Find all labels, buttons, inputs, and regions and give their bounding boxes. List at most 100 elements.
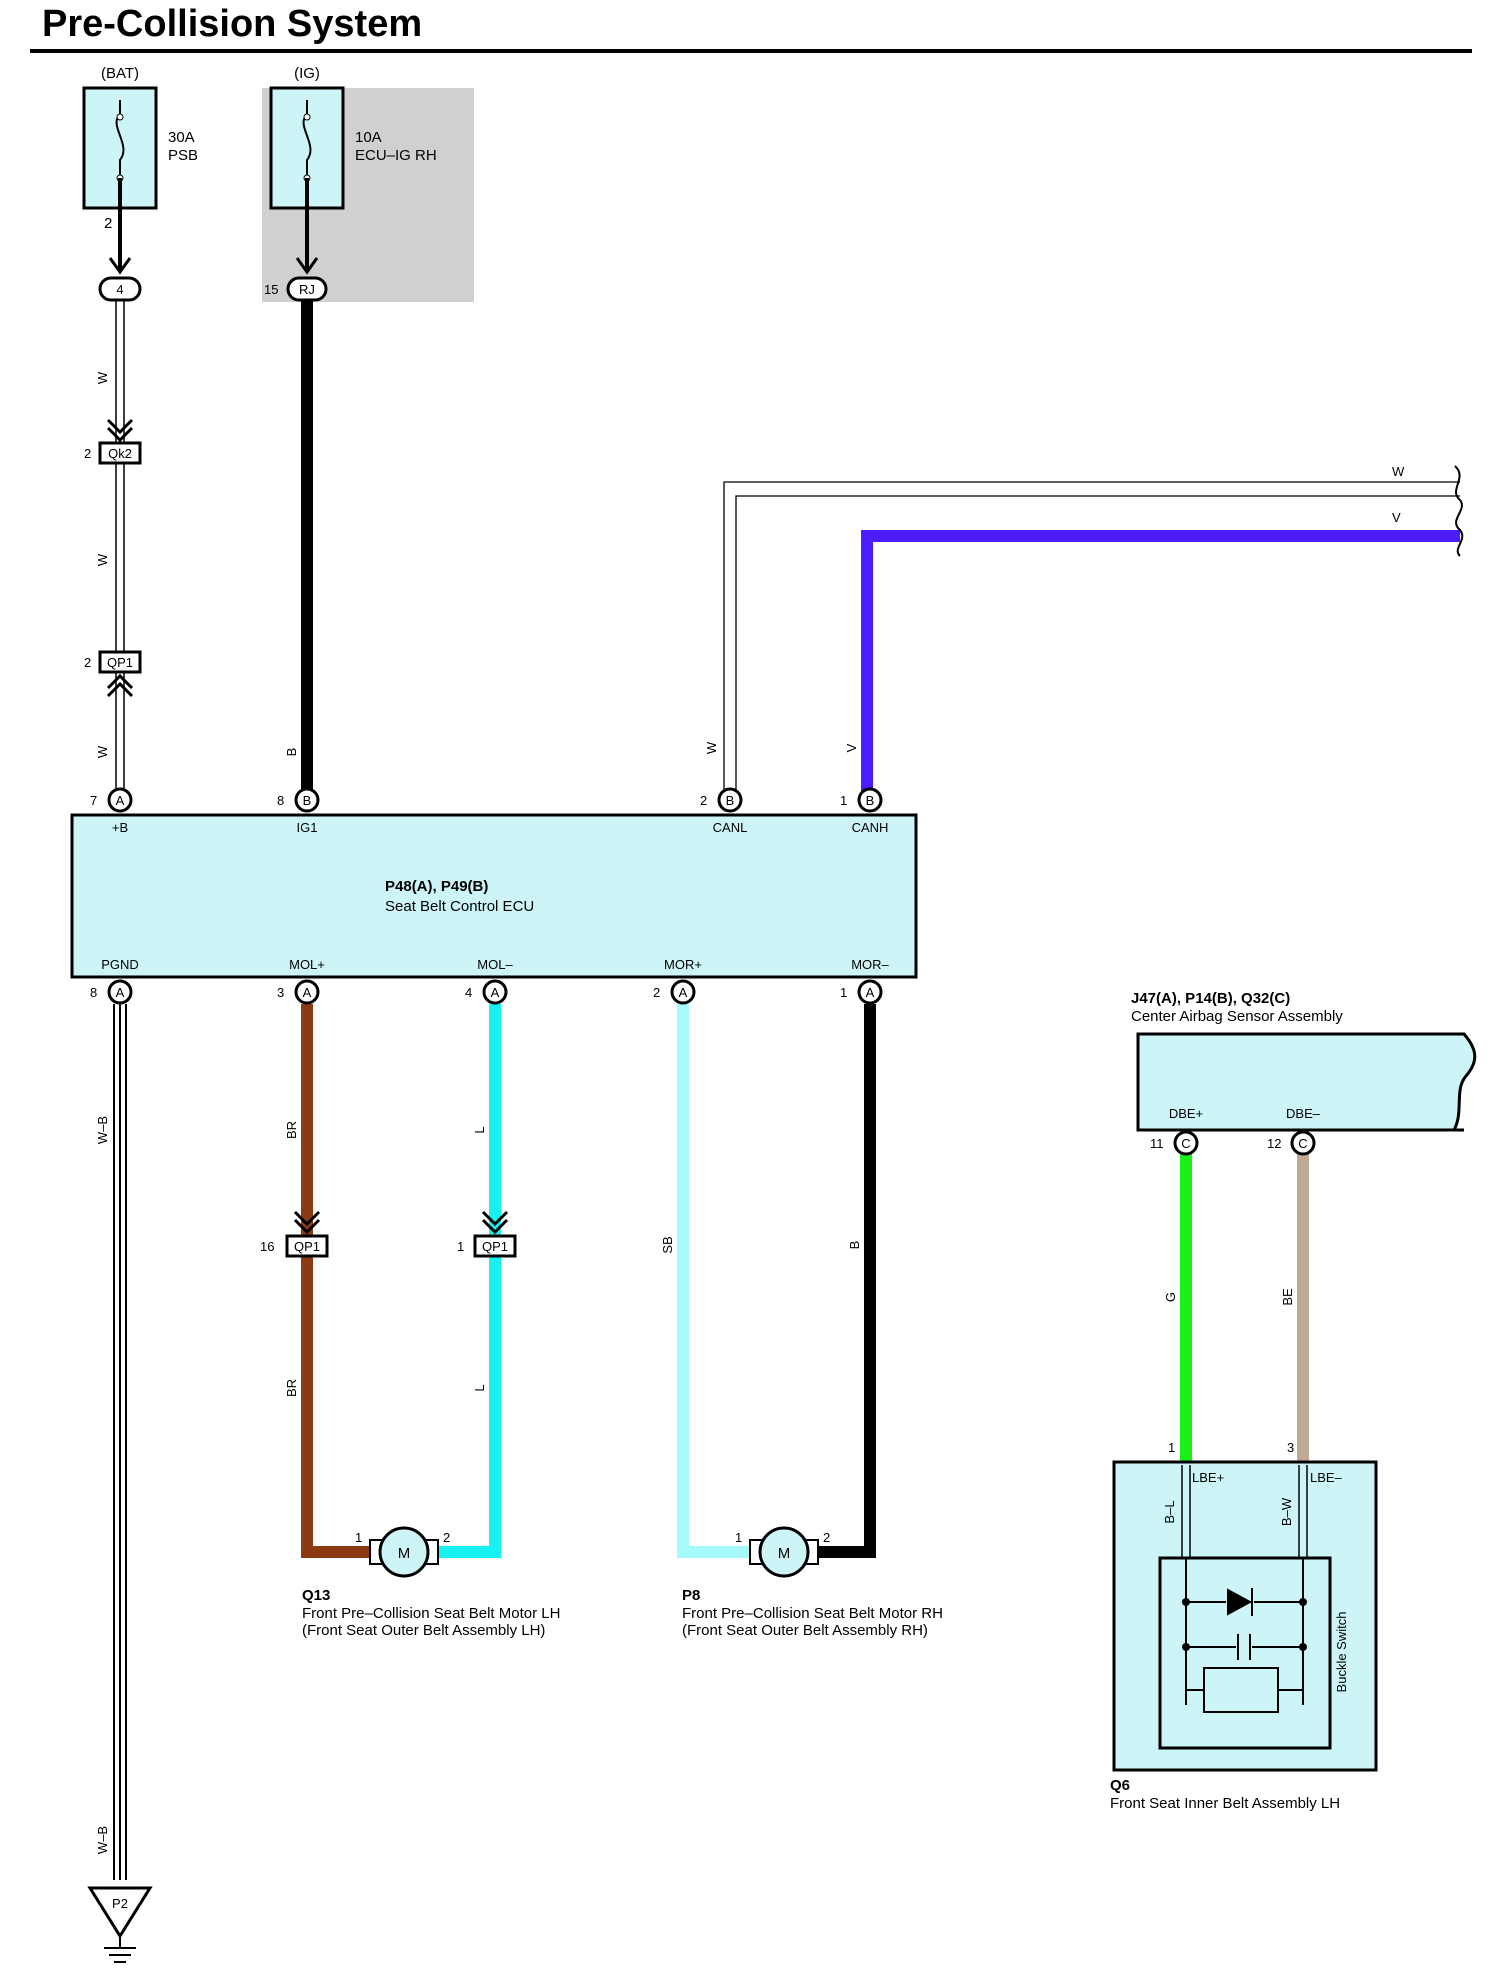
motor-lh-assembly: (Front Seat Outer Belt Assembly LH) xyxy=(302,1622,545,1639)
wire-color-label: G xyxy=(1163,1292,1178,1302)
ig-fuse-rating: 10A xyxy=(355,129,382,146)
airbag-id: J47(A), P14(B), Q32(C) xyxy=(1131,990,1290,1007)
motor-lh-pin2: 2 xyxy=(443,1530,450,1545)
center-airbag-sensor-assembly xyxy=(1136,1032,1477,1132)
ecu-top-pin: A 7 +B xyxy=(90,787,133,835)
wire-v-canh xyxy=(861,530,1460,798)
ig-supply-label: (IG) xyxy=(294,65,320,82)
belt-id: Q6 xyxy=(1110,1777,1130,1794)
qp1-l-label: QP1 xyxy=(482,1239,508,1254)
wire-b-mor-minus xyxy=(806,1004,876,1558)
wire-color-label: BR xyxy=(284,1379,299,1397)
connector-arrow-icon xyxy=(295,257,319,275)
svg-text:A: A xyxy=(866,985,875,1000)
ecu-top-pin: B 8 IG1 xyxy=(277,787,320,835)
wire-l-mol-minus xyxy=(430,1004,501,1558)
svg-text:A: A xyxy=(491,985,500,1000)
wire-br-mol-plus xyxy=(301,1004,378,1558)
seat-belt-control-ecu xyxy=(70,813,918,979)
ecu-bottom-pin-label: MOR– xyxy=(851,957,889,972)
fuse-terminal-icon xyxy=(116,113,124,121)
wire-w-bat xyxy=(115,300,125,798)
buckle-switch xyxy=(1158,1556,1332,1750)
motor-rh-pin1: 1 xyxy=(735,1530,742,1545)
ecu-bottom-pin: A 1 xyxy=(840,979,883,1005)
inner-wire-b-l xyxy=(1181,1465,1191,1558)
fuse-terminal-icon xyxy=(303,113,311,121)
svg-text:C: C xyxy=(1181,1136,1190,1151)
ecu-bottom-pin: A 2 xyxy=(653,979,696,1005)
svg-text:C: C xyxy=(1298,1136,1307,1151)
ground-p2 xyxy=(87,1886,153,1963)
wire-color-label: W xyxy=(95,745,110,758)
wire-wb-pgnd xyxy=(113,1004,127,1880)
svg-text:IG1: IG1 xyxy=(297,820,318,835)
svg-text:A: A xyxy=(116,985,125,1000)
motor-rh-assembly: (Front Seat Outer Belt Assembly RH) xyxy=(682,1622,928,1639)
svg-text:CANL: CANL xyxy=(713,820,748,835)
psb-pin: 2 xyxy=(104,215,112,232)
qp1-top-label: QP1 xyxy=(107,655,133,670)
belt-pin-plus: 1 xyxy=(1168,1440,1175,1455)
wire-color-label: B xyxy=(284,748,299,757)
junction-arrow-icon xyxy=(293,1210,321,1235)
psb-rating: 30A xyxy=(168,129,195,146)
belt-label-plus: LBE+ xyxy=(1192,1470,1224,1485)
wire-color-label: W xyxy=(704,741,719,754)
svg-text:+B: +B xyxy=(112,820,128,835)
inner-wire-b-w xyxy=(1298,1465,1308,1558)
wire-color-label: L xyxy=(472,1126,487,1133)
qp1-br-label: QP1 xyxy=(294,1239,320,1254)
bat-connector-label: 4 xyxy=(116,282,123,297)
wire-sb-mor-plus xyxy=(677,1004,755,1558)
page-title: Pre-Collision System xyxy=(42,3,422,45)
qk2-label: Qk2 xyxy=(108,446,132,461)
airbag-name: Center Airbag Sensor Assembly xyxy=(1131,1008,1343,1025)
qk2-pin: 2 xyxy=(84,446,91,461)
wire-color-label: BE xyxy=(1280,1288,1295,1306)
airbag-pin: C 11 xyxy=(1150,1130,1199,1156)
wire-color-label: W–B xyxy=(95,1826,110,1854)
bat-connector xyxy=(98,276,142,302)
front-seat-inner-belt-assembly xyxy=(1112,1460,1378,1772)
qp1-l-junction xyxy=(473,1234,517,1258)
motor-rh-pin2: 2 xyxy=(823,1530,830,1545)
qp1-br-junction xyxy=(285,1234,329,1258)
svg-text:7: 7 xyxy=(90,793,97,808)
wire-w-canl xyxy=(723,481,1460,798)
buckle-switch-circuit-icon xyxy=(1185,1558,1304,1713)
wire-color-label: B xyxy=(847,1241,862,1250)
wire-color-label: W–B xyxy=(95,1116,110,1144)
motor-lh xyxy=(369,1526,439,1578)
buckle-switch-label: Buckle Switch xyxy=(1334,1612,1349,1693)
wire-color-label: W xyxy=(95,371,110,384)
ecu-top-pin: B 1 CANH xyxy=(840,787,889,835)
ig-fuse-name: ECU–IG RH xyxy=(355,147,437,164)
svg-text:2: 2 xyxy=(653,985,660,1000)
svg-text:3: 3 xyxy=(277,985,284,1000)
junction-arrow-icon xyxy=(106,673,134,698)
svg-text:B: B xyxy=(726,793,735,808)
svg-text:8: 8 xyxy=(90,985,97,1000)
bat-supply-label: (BAT) xyxy=(101,65,139,82)
wire-color-label: B–W xyxy=(1279,1497,1294,1526)
ecu-bottom-pin: A 3 xyxy=(277,979,320,1005)
svg-text:CANH: CANH xyxy=(852,820,889,835)
junction-arrow-icon xyxy=(106,418,134,443)
qp1-top-junction xyxy=(98,650,142,674)
wire-color-label: V xyxy=(1392,510,1401,525)
motor-icon-label: M xyxy=(398,1545,411,1562)
qp1-br-pin: 16 xyxy=(260,1239,274,1254)
rj-connector-label: RJ xyxy=(299,282,315,297)
qk2-junction xyxy=(98,441,142,465)
svg-text:A: A xyxy=(116,793,125,808)
qp1-l-pin: 1 xyxy=(457,1239,464,1254)
airbag-pin-label: DBE– xyxy=(1286,1106,1321,1121)
svg-text:1: 1 xyxy=(840,985,847,1000)
wire-color-label: B–L xyxy=(1162,1500,1177,1523)
belt-label-minus: LBE– xyxy=(1310,1470,1343,1485)
psb-name: PSB xyxy=(168,147,198,164)
wire-break-icon xyxy=(1454,465,1464,557)
ecu-id: P48(A), P49(B) xyxy=(385,878,488,895)
